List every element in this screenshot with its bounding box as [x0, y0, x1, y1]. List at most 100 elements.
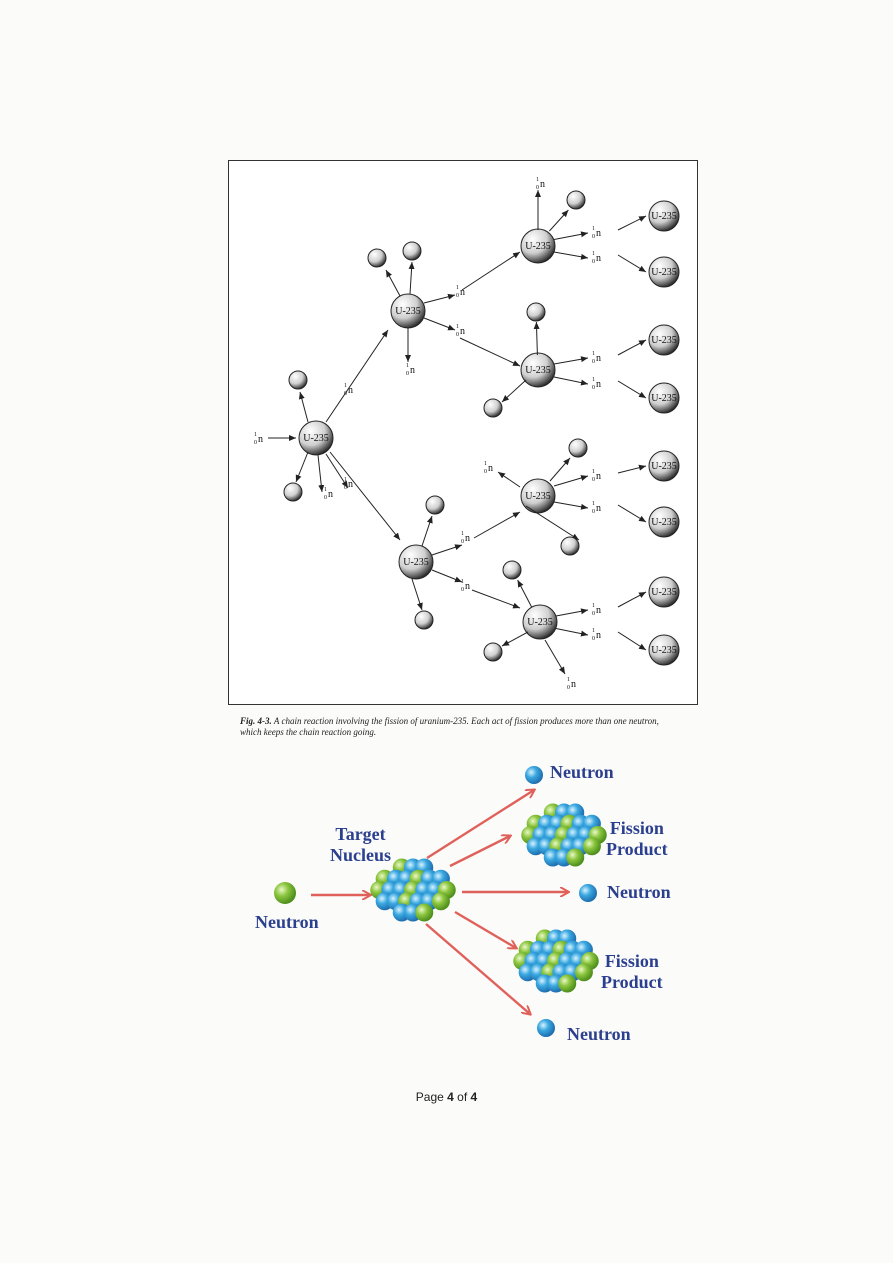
svg-text:0: 0 — [592, 259, 595, 265]
chain-arrow — [471, 589, 521, 609]
chain-arrow — [423, 293, 456, 304]
chain-arrow — [617, 631, 647, 651]
svg-text:0: 0 — [344, 485, 347, 491]
svg-text:n: n — [596, 253, 601, 264]
chain-arrow — [325, 453, 349, 489]
svg-text:1: 1 — [592, 377, 595, 383]
chain-arrow — [317, 454, 325, 493]
chain-arrow — [553, 251, 589, 260]
chain-arrow — [617, 504, 647, 523]
fission-fragment — [568, 438, 588, 458]
svg-text:1: 1 — [406, 363, 409, 369]
fission-fragment — [425, 495, 445, 515]
svg-text:n: n — [465, 581, 470, 592]
svg-text:n: n — [596, 503, 601, 514]
svg-text:n: n — [596, 471, 601, 482]
svg-text:n: n — [596, 605, 601, 616]
page-footer: Page 4 of 4 — [0, 1090, 893, 1104]
svg-text:1: 1 — [592, 226, 595, 232]
nucleon — [566, 848, 585, 867]
fission-fragment — [288, 370, 308, 390]
u235-label: U-235 — [651, 517, 677, 528]
svg-text:0: 0 — [324, 495, 327, 501]
u235-nucleus — [648, 576, 680, 608]
svg-text:1: 1 — [536, 177, 539, 183]
u235-nucleus — [298, 420, 334, 456]
chain-arrow — [617, 215, 647, 231]
svg-text:0: 0 — [592, 477, 595, 483]
svg-text:0: 0 — [592, 509, 595, 515]
nucleon — [574, 963, 593, 982]
target-nucleus-label: Target Nucleus — [330, 824, 391, 866]
chain-arrow — [421, 515, 433, 547]
chain-arrow — [525, 505, 580, 541]
u235-nucleus — [648, 200, 680, 232]
chain-arrow — [553, 356, 589, 365]
svg-text:n: n — [328, 489, 333, 500]
svg-text:1: 1 — [592, 501, 595, 507]
chain-arrow — [549, 457, 571, 482]
u235-label: U-235 — [527, 617, 553, 628]
fission-fragment — [402, 241, 422, 261]
u235-nucleus — [648, 382, 680, 414]
svg-text:n: n — [348, 385, 353, 396]
svg-text:n: n — [571, 679, 576, 690]
chain-arrow — [553, 501, 589, 510]
svg-text:0: 0 — [592, 611, 595, 617]
chain-arrow — [473, 511, 521, 539]
svg-text:n: n — [460, 326, 465, 337]
chain-arrow — [555, 608, 589, 617]
fission-product-1-line1: Fission — [609, 818, 664, 838]
svg-text:1: 1 — [592, 603, 595, 609]
chain-arrow — [459, 337, 521, 367]
u235-label: U-235 — [525, 491, 551, 502]
footer-total-pages: 4 — [470, 1090, 478, 1104]
u235-label: U-235 — [651, 335, 677, 346]
footer-current-page: 4 — [447, 1090, 454, 1104]
chain-arrow — [553, 231, 589, 240]
svg-text:1: 1 — [484, 461, 487, 467]
product-neutron-1 — [525, 766, 543, 784]
chain-arrow — [295, 451, 309, 483]
fission-product-1 — [521, 803, 607, 867]
chain-arrow — [423, 317, 456, 331]
svg-text:0: 0 — [484, 469, 487, 475]
svg-text:n: n — [596, 379, 601, 390]
arrow-to-neutron-1 — [426, 790, 534, 860]
svg-text:0: 0 — [456, 332, 459, 338]
svg-text:0: 0 — [567, 685, 570, 691]
svg-text:1: 1 — [592, 469, 595, 475]
svg-text:1: 1 — [567, 677, 570, 683]
svg-text:0: 0 — [461, 587, 464, 593]
svg-text:0: 0 — [592, 359, 595, 365]
chain-arrow — [501, 379, 527, 403]
svg-text:1: 1 — [461, 579, 464, 585]
u235-label: U-235 — [395, 306, 421, 317]
arrow-to-neutron-3 — [425, 923, 530, 1014]
svg-text:1: 1 — [592, 351, 595, 357]
fission-fragment — [367, 248, 387, 268]
svg-text:1: 1 — [592, 628, 595, 634]
svg-text:0: 0 — [592, 234, 595, 240]
svg-text:1: 1 — [456, 285, 459, 291]
chain-arrow — [533, 321, 540, 356]
fission-fragment — [526, 302, 546, 322]
fission-fragment — [502, 560, 522, 580]
chain-arrow — [617, 464, 647, 474]
svg-text:n: n — [258, 434, 263, 445]
svg-text:0: 0 — [461, 539, 464, 545]
svg-text:0: 0 — [344, 391, 347, 397]
svg-text:1: 1 — [324, 487, 327, 493]
